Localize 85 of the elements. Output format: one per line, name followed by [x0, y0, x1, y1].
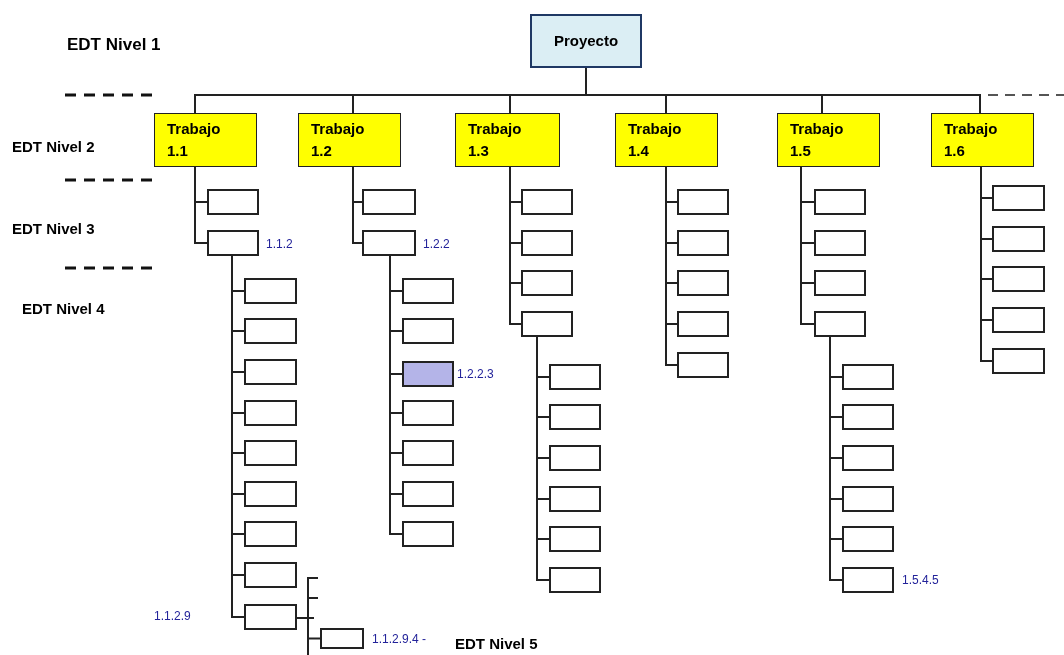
- wbs-code-label: 1.1.2.9: [154, 608, 191, 625]
- work-package-box: [207, 189, 259, 215]
- work-package-box: [992, 348, 1045, 374]
- work-package-box: [207, 230, 259, 256]
- level-label: EDT Nivel 5: [455, 634, 538, 654]
- connector-line: [829, 336, 843, 581]
- work-package-box: [549, 364, 601, 390]
- work-package-box: [677, 270, 729, 296]
- work-package-box: [992, 307, 1045, 333]
- work-package-box: [320, 628, 364, 649]
- work-package-box: [677, 189, 729, 215]
- work-package-box: [244, 440, 297, 466]
- connector-line: [980, 166, 993, 362]
- work-package-box: [402, 400, 454, 426]
- work-package-box: [677, 230, 729, 256]
- work-package-box: [521, 230, 573, 256]
- work-package-box: [992, 266, 1045, 292]
- work-package-box: [549, 486, 601, 512]
- work-package-box: [402, 521, 454, 547]
- work-package-box: [298, 113, 401, 167]
- connector-line: [194, 166, 208, 244]
- work-package-box: [455, 113, 560, 167]
- work-package-box: [677, 352, 729, 378]
- connector-line: [296, 617, 321, 640]
- work-package-box: [842, 526, 894, 552]
- work-package-box: [244, 400, 297, 426]
- work-package-box: [362, 189, 416, 215]
- work-package-box: [814, 189, 866, 215]
- project-box: [530, 14, 642, 68]
- work-package-box: [362, 230, 416, 256]
- level-label: EDT Nivel 2: [12, 137, 95, 157]
- box-label: Trabajo 1.3: [468, 119, 522, 161]
- work-package-box: [402, 440, 454, 466]
- work-package-box: [842, 404, 894, 430]
- box-label: Proyecto: [553, 30, 619, 51]
- wbs-code-label: 1.2.2.3: [457, 366, 494, 383]
- wbs-code-label: 1.1.2.9.4 -: [372, 631, 427, 648]
- work-package-box: [992, 226, 1045, 252]
- work-package-box: [842, 567, 894, 593]
- work-package-box: [521, 311, 573, 337]
- work-package-box: [244, 521, 297, 547]
- work-package-box: [549, 567, 601, 593]
- work-package-box: [677, 311, 729, 337]
- work-package-box: [931, 113, 1034, 167]
- work-package-box: [402, 481, 454, 507]
- box-label: Trabajo 1.4: [628, 119, 682, 161]
- work-package-box: [154, 113, 257, 167]
- work-package-box: [842, 445, 894, 471]
- work-package-box: [244, 278, 297, 304]
- box-label: Trabajo 1.6: [944, 119, 998, 161]
- level-label: EDT Nivel 4: [22, 299, 105, 319]
- wbs-code-label: 1.2.2: [423, 236, 450, 253]
- work-package-box: [842, 364, 894, 390]
- work-package-box: [244, 318, 297, 344]
- work-package-box: [842, 486, 894, 512]
- wbs-code-label: 1.5.4.5: [902, 572, 939, 589]
- work-package-box: [777, 113, 880, 167]
- connector-line: [800, 166, 815, 325]
- work-package-box: [521, 189, 573, 215]
- work-package-box: [244, 562, 297, 588]
- work-package-box: [814, 311, 866, 337]
- work-package-box: [244, 481, 297, 507]
- connector-line: [665, 166, 678, 366]
- level-label: EDT Nivel 1: [67, 34, 161, 56]
- work-package-box: [615, 113, 718, 167]
- box-label: Trabajo 1.1: [167, 119, 221, 161]
- work-package-box: [549, 526, 601, 552]
- level-label: EDT Nivel 3: [12, 219, 95, 239]
- wbs-code-label: 1.1.2: [266, 236, 293, 253]
- box-label: Trabajo 1.5: [790, 119, 844, 161]
- box-label: Trabajo 1.2: [311, 119, 365, 161]
- work-package-box: [992, 185, 1045, 211]
- work-package-box: [549, 404, 601, 430]
- work-package-box: [244, 359, 297, 385]
- work-package-box: [244, 604, 297, 630]
- work-package-box: [402, 318, 454, 344]
- work-package-box: [814, 270, 866, 296]
- work-package-box: [402, 278, 454, 304]
- connector-line: [352, 166, 363, 244]
- connector-line: [536, 336, 550, 581]
- connector-line: [509, 166, 522, 325]
- work-package-box: [521, 270, 573, 296]
- work-package-box: [814, 230, 866, 256]
- highlighted-work-package-box: [402, 361, 454, 387]
- work-package-box: [549, 445, 601, 471]
